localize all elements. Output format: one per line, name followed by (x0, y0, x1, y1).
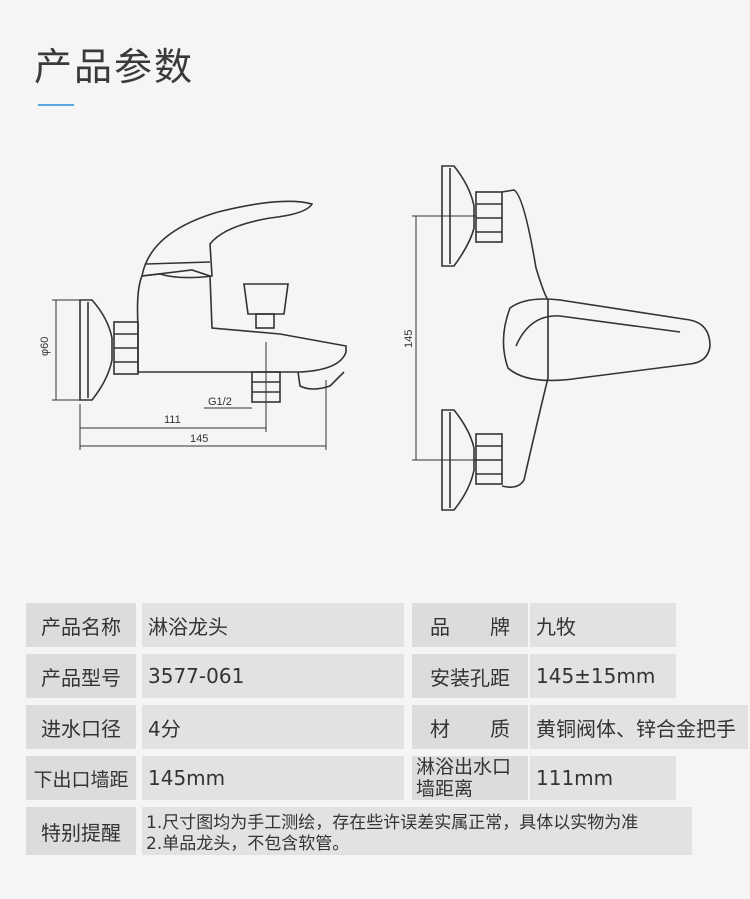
handle (141, 200, 314, 279)
label-material: 材 质 (412, 705, 528, 749)
bottom-hex-nut (475, 433, 503, 485)
notice-text: 1.尺寸图均为手工测绘，存在些许误差实属正常，具体以实物为准 2.单品龙头，不包… (142, 807, 692, 855)
title-underline (38, 104, 74, 106)
value-hole-distance: 145±15mm (530, 654, 676, 698)
technical-drawing: φ60 G1/2 111 145 145 (39, 165, 711, 511)
label-model: 产品型号 (26, 654, 136, 698)
spout-outlet (297, 371, 345, 390)
label-brand: 品 牌 (412, 603, 528, 647)
dim-111-label: 111 (164, 414, 181, 426)
dim-thread-label: G1/2 (208, 396, 232, 408)
label-shower-outlet-distance: 淋浴出水口 墙距离 (412, 756, 528, 800)
notice-line-1: 1.尺寸图均为手工测绘，存在些许误差实属正常，具体以实物为准 (146, 813, 639, 833)
dim-145-side-label: 145 (403, 330, 415, 348)
label-notice: 特别提醒 (26, 807, 136, 855)
value-outlet-wall-distance: 145mm (142, 756, 404, 800)
value-product-name: 淋浴龙头 (142, 603, 404, 647)
bottom-flange (441, 409, 475, 511)
faucet-body (136, 269, 347, 373)
label-hole-distance: 安装孔距 (412, 654, 528, 698)
value-model: 3577-061 (142, 654, 404, 698)
page-title: 产品参数 (34, 45, 195, 89)
front-handle (502, 298, 711, 382)
value-material: 黄铜阀体、锌合金把手 (530, 705, 748, 749)
dim-145-label: 145 (190, 433, 208, 445)
diverter-knob (243, 283, 289, 315)
dim-diameter-label: φ60 (39, 337, 51, 356)
wall-flange (79, 299, 113, 401)
top-flange (441, 165, 475, 267)
label-shower-outlet-line1: 淋浴出水口 (416, 756, 512, 778)
label-inlet-size: 进水口径 (26, 705, 136, 749)
label-shower-outlet-line2: 墙距离 (416, 778, 474, 800)
value-shower-outlet-distance: 111mm (530, 756, 676, 800)
value-inlet-size: 4分 (142, 705, 404, 749)
front-body (501, 189, 549, 488)
label-product-name: 产品名称 (26, 603, 136, 647)
top-hex-nut (475, 191, 503, 243)
value-brand: 九牧 (530, 603, 676, 647)
label-outlet-wall-distance: 下出口墙距 (26, 756, 136, 800)
notice-line-2: 2.单品龙头，不包含软管。 (146, 834, 350, 854)
